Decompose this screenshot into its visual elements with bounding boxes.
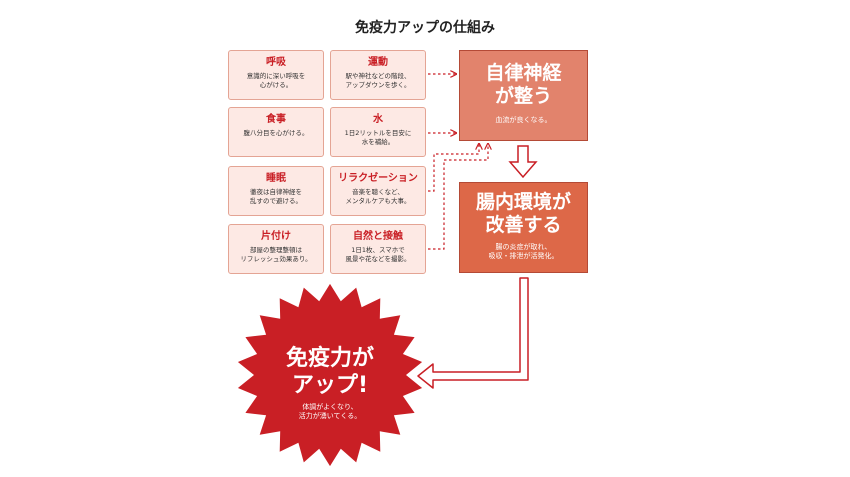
habit-text: 腹八分目を心がける。 [243,129,309,137]
habit-card-relaxation: リラクゼーション 音楽を聴くなど、 メンタルケアも大事。 [330,166,426,216]
result-heading: 自律神経 が整う [485,62,562,107]
habit-heading: 運動 [368,57,388,68]
dotted-arrow-nature [428,144,488,250]
habit-card-nature: 自然と接触 1日1枚、スマホで 風景や花などを撮影。 [330,224,426,274]
return-arrow-icon [417,277,529,389]
habit-text: 音楽を聴くなど、 メンタルケアも大事。 [345,188,411,205]
habit-text: 1日1枚、スマホで 風景や花などを撮影。 [345,246,411,263]
habit-text: 部屋の整理整頓は リフレッシュ効果あり。 [240,246,312,263]
result-text: 血流が良くなる。 [495,116,552,124]
habit-card-breathing: 呼吸 意識的に深い呼吸を 心がける。 [228,50,324,100]
final-text: 体調がよくなり、 活力が湧いてくる。 [298,403,362,420]
habit-text: 1日2リットルを目安に 水を補給。 [344,129,412,146]
habit-text: 駅や神社などの階段、 アップダウンを歩く。 [345,72,411,89]
habit-card-meal: 食事 腹八分目を心がける。 [228,107,324,157]
down-arrow-icon [508,145,538,179]
result-box-gut-environment: 腸内環境が 改善する 腸の炎症が取れ、 吸収・排泄が活発化。 [459,182,588,273]
habit-heading: 片付け [261,231,291,242]
starburst-badge [237,283,423,467]
habit-heading: 呼吸 [266,57,286,68]
habit-text: 意識的に深い呼吸を 心がける。 [246,72,306,89]
habit-card-sleep: 睡眠 徹夜は自律神経を 乱すので避ける。 [228,166,324,216]
habit-heading: 自然と接触 [353,231,403,242]
final-heading: 免疫力が アップ! [285,346,374,398]
habit-text: 徹夜は自律神経を 乱すので避ける。 [250,188,302,205]
habit-card-tidying: 片付け 部屋の整理整頓は リフレッシュ効果あり。 [228,224,324,274]
result-heading: 腸内環境が 改善する [475,191,571,236]
page-title: 免疫力アップの仕組み [355,20,495,36]
result-text: 腸の炎症が取れ、 吸収・排泄が活発化。 [488,243,559,260]
habit-heading: 食事 [266,114,286,125]
result-box-autonomic-nerves: 自律神経 が整う 血流が良くなる。 [459,50,588,141]
dotted-arrow-relaxation [428,144,479,192]
habit-heading: 水 [373,114,383,125]
habit-card-exercise: 運動 駅や神社などの階段、 アップダウンを歩く。 [330,50,426,100]
final-result: 免疫力が アップ! 体調がよくなり、 活力が湧いてくる。 [250,345,410,421]
habit-card-water: 水 1日2リットルを目安に 水を補給。 [330,107,426,157]
habit-heading: リラクゼーション [338,173,418,184]
habit-heading: 睡眠 [266,173,286,184]
